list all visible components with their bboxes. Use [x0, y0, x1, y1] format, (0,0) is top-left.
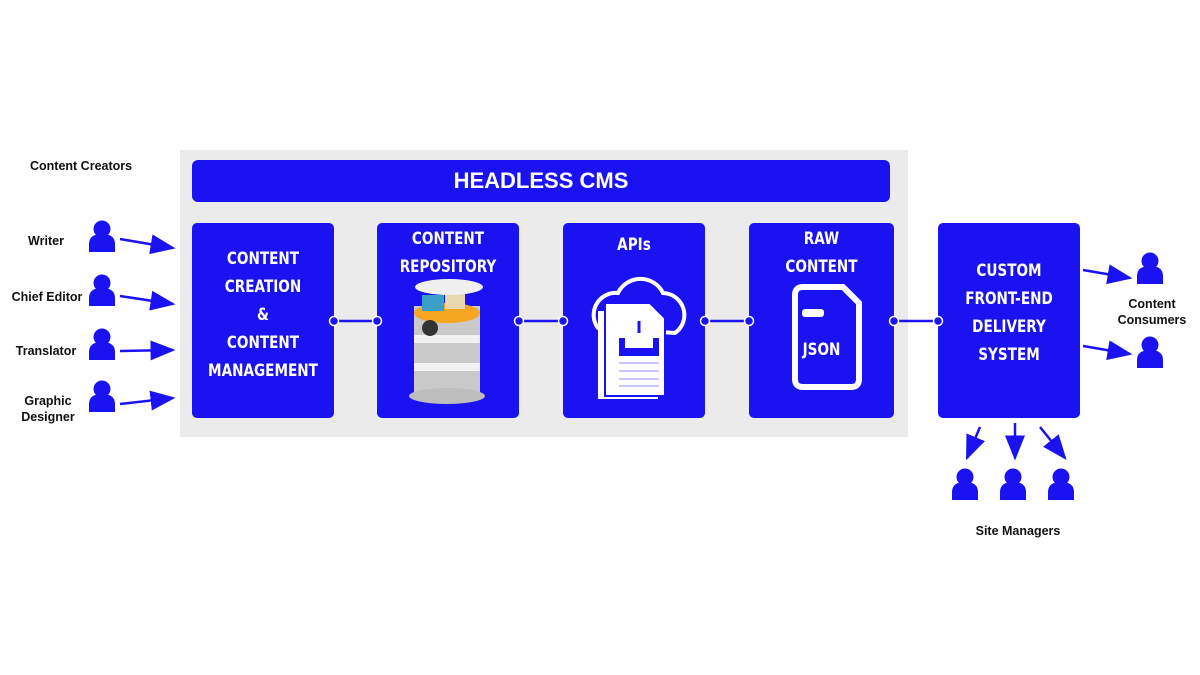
- box-line: FRONT-END: [965, 289, 1053, 309]
- box-apis: APIs: [563, 223, 705, 418]
- box-line: CONTENT: [411, 229, 485, 249]
- role-translator: Translator: [15, 344, 77, 358]
- label-line: Consumers: [1117, 313, 1187, 327]
- content-consumers-label: Content Consumers: [1112, 296, 1192, 328]
- json-label: JSON: [802, 340, 841, 360]
- box-line: DELIVERY: [972, 317, 1046, 337]
- box-line: CONTENT: [226, 249, 300, 269]
- role-chief-editor: Chief Editor: [11, 290, 83, 304]
- label-line: Content: [1128, 297, 1176, 311]
- role-writer: Writer: [28, 234, 64, 248]
- box-front-end-delivery: CUSTOM FRONT-END DELIVERY SYSTEM: [938, 223, 1080, 418]
- box-line: CONTENT: [226, 333, 300, 353]
- role-graphic-designer: Graphic Designer: [21, 394, 75, 424]
- database-icon: [409, 279, 485, 404]
- box-content-creation: CONTENT CREATION & CONTENT MANAGEMENT: [192, 223, 334, 418]
- box-line: APIs: [617, 235, 651, 255]
- headless-cms-title: HEADLESS CMS: [192, 160, 890, 202]
- box-raw-content: RAW CONTENT JSON: [749, 223, 894, 418]
- box-line: CREATION: [224, 277, 302, 297]
- box-line: SYSTEM: [978, 345, 1040, 365]
- json-file-icon: [792, 284, 862, 390]
- box-line: CUSTOM: [976, 261, 1042, 281]
- box-line: MANAGEMENT: [208, 361, 318, 381]
- box-line: RAW: [803, 229, 840, 249]
- cloud-document-icon: [591, 276, 687, 399]
- content-creators-heading: Content Creators: [30, 159, 133, 173]
- box-line: REPOSITORY: [399, 257, 497, 277]
- site-managers-label: Site Managers: [975, 524, 1061, 538]
- box-line: CONTENT: [785, 257, 858, 277]
- box-content-repository: CONTENT REPOSITORY: [377, 223, 519, 418]
- box-line: &: [257, 305, 269, 325]
